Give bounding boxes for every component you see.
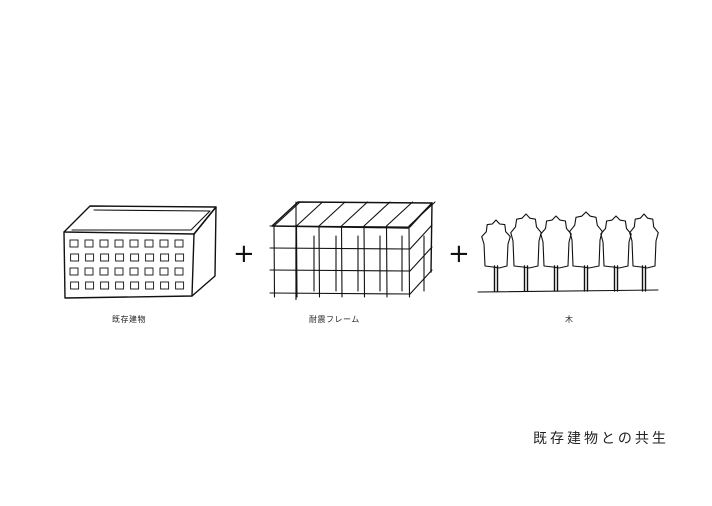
plus-sign-2: + — [448, 239, 470, 269]
trees-icon — [477, 211, 659, 293]
tree-trunk — [583, 265, 589, 292]
frame-column — [273, 225, 276, 298]
building-window — [69, 267, 79, 276]
building-window — [175, 281, 185, 290]
building-window — [160, 281, 170, 290]
building-window — [114, 239, 124, 248]
building-window — [115, 253, 125, 262]
building-window — [100, 253, 110, 262]
building-window — [144, 239, 154, 248]
plus-sign-1: + — [233, 239, 255, 269]
building-window — [115, 281, 125, 290]
tree-crown — [540, 215, 572, 269]
building-window — [99, 267, 109, 276]
tree-trunk — [613, 265, 619, 292]
building-window — [144, 267, 154, 276]
tree-trunk — [641, 265, 647, 292]
tree-crown — [629, 213, 659, 269]
tree-crown — [600, 215, 632, 269]
building-window — [130, 253, 140, 262]
frame-rafter — [340, 201, 369, 227]
building-window — [70, 281, 80, 290]
building-window — [159, 239, 169, 248]
frame-rafter — [273, 201, 301, 227]
building-window — [100, 281, 110, 290]
building-window — [130, 281, 140, 290]
existing-building-icon — [63, 205, 217, 299]
frame-rafter — [385, 201, 414, 227]
label-trees: 木 — [565, 315, 574, 324]
tree-trunk — [493, 265, 499, 292]
building-window — [174, 239, 184, 248]
frame-column — [318, 225, 321, 298]
building-window — [160, 253, 170, 262]
frame-column — [295, 225, 298, 298]
building-window — [85, 253, 95, 262]
building-window — [84, 267, 94, 276]
frame-rafter — [363, 201, 391, 227]
building-window — [84, 239, 94, 248]
frame-floor-side — [409, 224, 433, 250]
building-window — [69, 239, 79, 248]
frame-column — [408, 225, 411, 298]
building-window — [129, 267, 139, 276]
building-window — [145, 281, 155, 290]
frame-rafter — [408, 201, 436, 227]
building-window — [174, 267, 184, 276]
frame-floor-front — [269, 269, 411, 272]
building-window — [114, 267, 124, 276]
frame-column — [385, 225, 388, 298]
frame-column — [340, 225, 343, 298]
tree-crown — [569, 211, 603, 269]
building-window — [70, 253, 80, 262]
tree-trunk — [523, 265, 529, 292]
tree-crown — [481, 219, 511, 269]
building-window — [175, 253, 185, 262]
building-window — [145, 253, 155, 262]
frame-floor-front — [269, 247, 411, 250]
label-existing-building: 既存建物 — [112, 315, 146, 324]
caption-title: 既存建物との共生 — [533, 431, 669, 447]
building-window — [99, 239, 109, 248]
frame-rafter — [318, 201, 346, 227]
frame-rafter — [295, 201, 324, 227]
frame-floor-front — [269, 292, 411, 295]
frame-floor-side — [409, 269, 433, 295]
frame-side-column — [430, 202, 433, 273]
seismic-frame-icon — [269, 201, 436, 300]
building-window — [129, 239, 139, 248]
frame-column — [363, 225, 366, 298]
label-seismic-frame: 耐震フレーム — [309, 315, 360, 324]
tree-crown — [510, 213, 542, 269]
building-window — [85, 281, 95, 290]
frame-floor-side — [409, 246, 433, 272]
tree-trunk — [553, 265, 559, 292]
building-window — [159, 267, 169, 276]
